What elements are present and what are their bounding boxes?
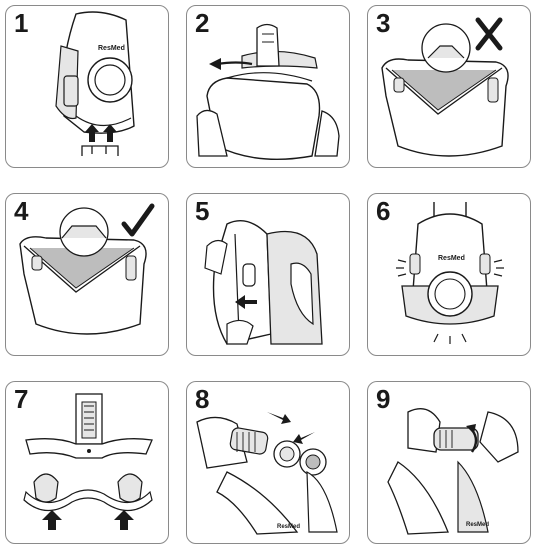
step-panel-1: 1 ResMed — [5, 5, 169, 168]
step-number: 4 — [14, 196, 29, 226]
cushion-removal-illustration — [196, 23, 340, 160]
arrow-left-icon — [293, 432, 315, 444]
step-panel-5: 5 — [186, 193, 350, 356]
arrow-up-icon — [103, 124, 117, 142]
incorrect-cushion-illustration — [381, 17, 509, 157]
step-number: 5 — [195, 196, 210, 226]
hand-right — [314, 110, 340, 157]
fingers — [256, 23, 280, 67]
clip-piece — [81, 145, 119, 156]
elbow-connect-illustration: ResMed — [196, 412, 338, 535]
step-panel-7: 7 — [5, 381, 169, 544]
step-number: 9 — [376, 384, 391, 414]
step-number: 3 — [376, 8, 391, 38]
correct-check-icon — [121, 203, 155, 237]
brand-label: ResMed — [98, 45, 125, 52]
svg-text:ResMed: ResMed — [438, 255, 465, 262]
step-panel-9: 9 ResMed — [367, 381, 531, 544]
arrow-up-icon — [42, 510, 62, 530]
arrow-up-icon — [114, 510, 134, 530]
incorrect-cross-icon — [475, 17, 503, 51]
elbow-assembly-illustration — [23, 393, 153, 530]
hand-right — [479, 411, 519, 463]
step-panel-6: 6 ResMed — [367, 193, 531, 356]
cushion-insert-illustration — [204, 220, 323, 345]
assembled-mask-illustration: ResMed — [396, 202, 504, 344]
svg-text:ResMed: ResMed — [466, 522, 489, 528]
step-panel-2: 2 — [186, 5, 350, 168]
step-number: 8 — [195, 384, 210, 414]
step-number: 1 — [14, 8, 29, 38]
pull-arrow-icon — [216, 61, 253, 66]
step-number: 7 — [14, 384, 29, 414]
arrow-right-icon — [267, 412, 291, 424]
hand-left — [204, 239, 228, 275]
correct-cushion-illustration — [19, 203, 155, 335]
hand-thumb — [226, 319, 254, 345]
push-arrow-icon — [235, 295, 257, 309]
step-number: 2 — [195, 8, 210, 38]
mask-frame-clip-illustration: ResMed — [55, 11, 135, 156]
click-lines-icon — [396, 259, 504, 277]
elbow-rotate-illustration: ResMed — [387, 408, 519, 535]
step-number: 6 — [376, 196, 391, 226]
arrow-up-icon — [85, 124, 99, 142]
hand-left — [196, 109, 228, 157]
step-panel-4: 4 — [5, 193, 169, 356]
svg-text:ResMed: ResMed — [277, 524, 300, 530]
step-panel-8: 8 ResMed — [186, 381, 350, 544]
step-panel-3: 3 — [367, 5, 531, 168]
